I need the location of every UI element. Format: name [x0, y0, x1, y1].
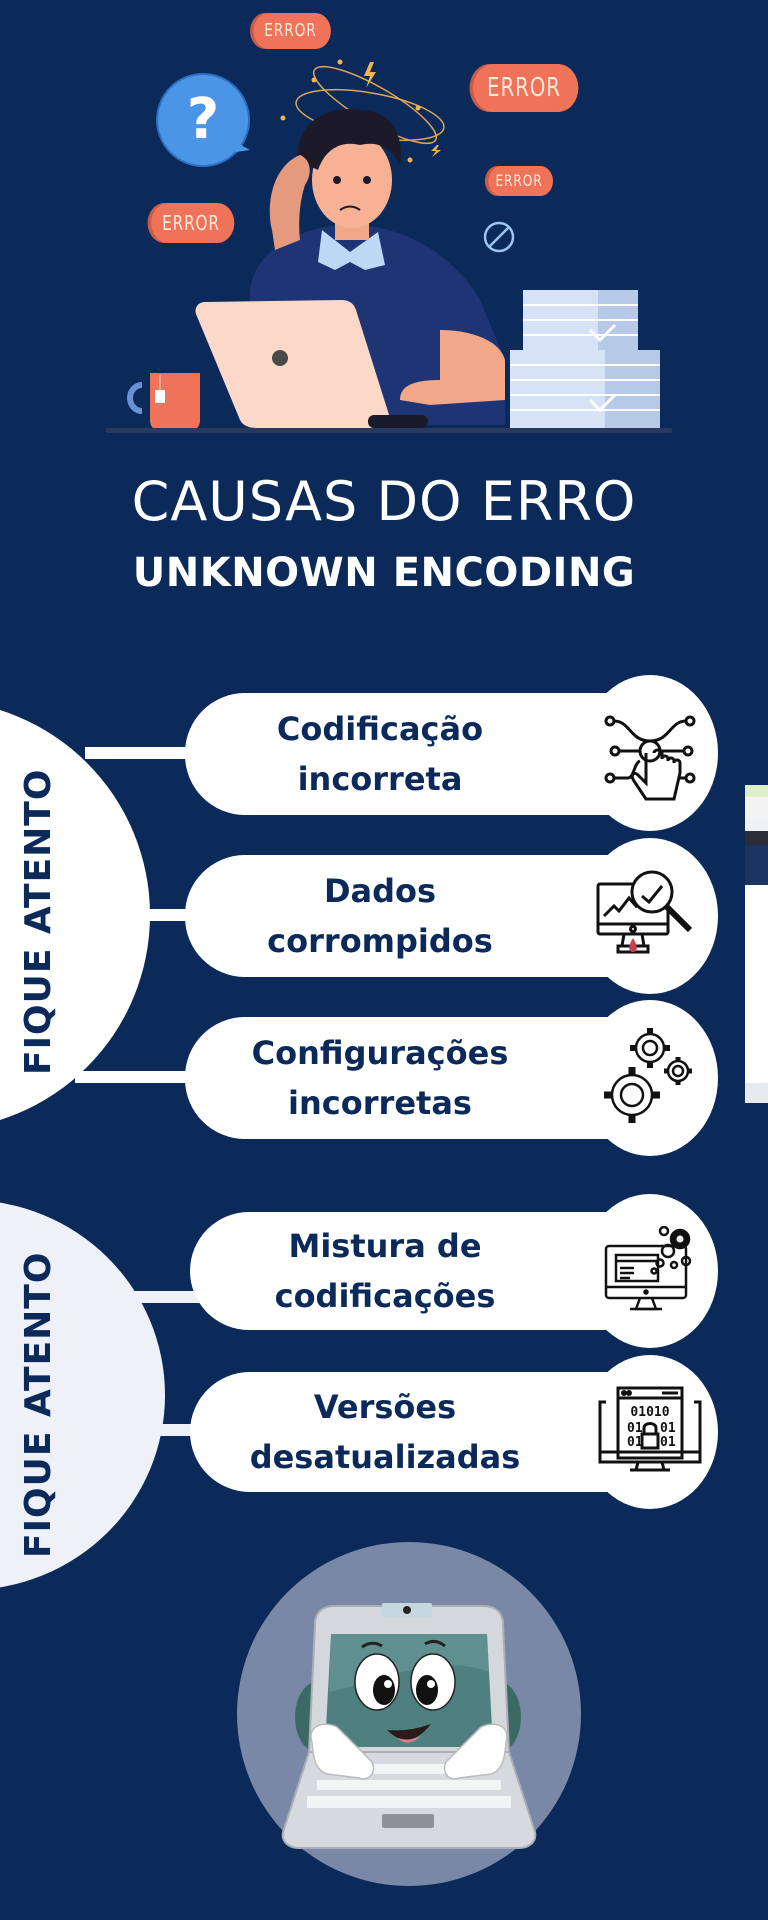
svg-text:01: 01	[660, 1421, 676, 1436]
svg-text:01: 01	[660, 1435, 676, 1450]
cause-item-line1: Dados	[323, 872, 437, 910]
circuit-hand-icon	[604, 715, 696, 801]
svg-text:01: 01	[627, 1421, 643, 1436]
error-badge: ERROR	[147, 203, 235, 243]
icon-circle	[582, 838, 718, 994]
icon-circle	[582, 1000, 718, 1156]
cause-item-line1: Mistura de	[288, 1227, 482, 1265]
error-badge: ERROR	[485, 166, 553, 196]
svg-text:01010: 01010	[630, 1405, 669, 1420]
connector-bar	[85, 747, 205, 759]
icon-circle	[582, 675, 718, 831]
stressed-person-illustration: ?	[106, 59, 672, 433]
page-title: CAUSAS DO ERRO	[131, 470, 637, 533]
cause-item-line2: codificações	[274, 1277, 496, 1315]
cause-item: Codificação incorreta	[185, 693, 655, 815]
icon-circle	[582, 1194, 718, 1348]
cause-item-line2: incorretas	[288, 1084, 472, 1122]
cause-item-line1: Versões	[313, 1388, 457, 1426]
monitor-gears-icon	[604, 1225, 692, 1311]
icon-circle: 01010 01 01 01 01	[582, 1355, 718, 1509]
error-badge: ERROR	[250, 13, 331, 49]
cause-item-line1: Codificação	[276, 710, 484, 748]
cause-item: Configurações incorretas	[185, 1017, 655, 1139]
question-bubble-icon: ?	[156, 73, 250, 167]
monitor-analysis-icon	[596, 870, 693, 954]
embedded-screenshot-fragment	[745, 785, 768, 1103]
cause-item-line2: incorreta	[297, 760, 463, 798]
svg-text:01: 01	[627, 1435, 643, 1450]
gears-icon	[604, 1028, 692, 1123]
cause-item-line2: desatualizadas	[249, 1438, 521, 1476]
group-label: FIQUE ATENTO	[18, 1251, 59, 1558]
cause-item: Dados corrompidos	[185, 855, 655, 977]
smiling-laptop-mascot	[281, 1603, 537, 1849]
cause-item: Versões desatualizadas	[190, 1372, 655, 1492]
page-subtitle: UNKNOWN ENCODING	[132, 550, 636, 596]
prohibited-icon	[483, 221, 515, 253]
cause-item-line2: corrompidos	[267, 922, 493, 960]
svg-text:?: ?	[187, 87, 219, 152]
error-badge: ERROR	[469, 64, 579, 112]
connector-bar	[75, 1071, 205, 1083]
binary-lock-monitor-icon: 01010 01 01 01 01	[598, 1386, 702, 1472]
group-label: FIQUE ATENTO	[18, 768, 59, 1075]
mug-icon	[127, 373, 200, 432]
cause-item-line1: Configurações	[251, 1034, 509, 1072]
cause-item: Mistura de codificações	[190, 1212, 655, 1330]
hero-illustration: ?	[0, 0, 768, 440]
paper-stack-icon	[510, 290, 660, 430]
